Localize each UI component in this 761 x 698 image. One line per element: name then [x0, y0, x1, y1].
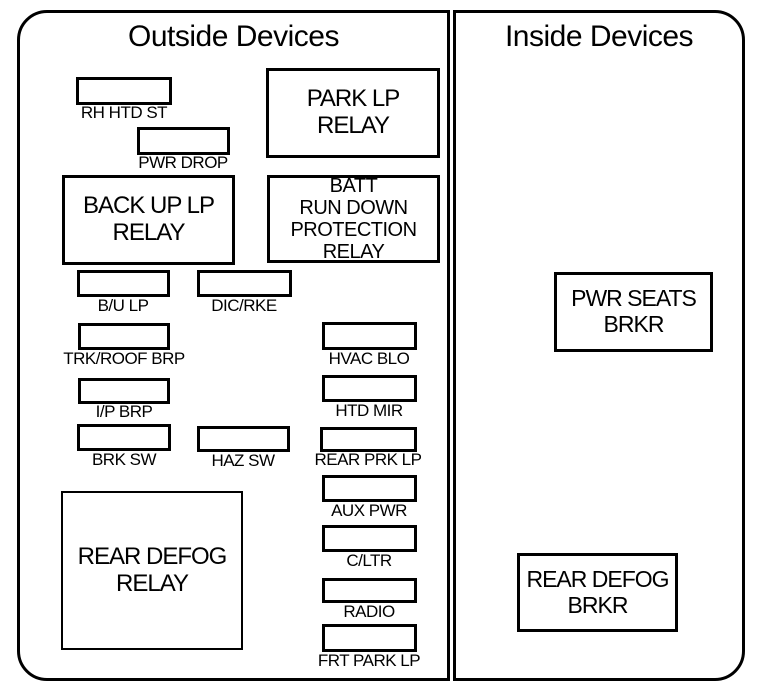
relay-rear-defog: REAR DEFOG RELAY	[61, 491, 243, 650]
fuse-label-hvac-blo: HVAC BLO	[328, 349, 410, 368]
fuse-label-frt-park-lp: FRT PARK LP	[317, 651, 421, 670]
breaker-pwr-seats: PWR SEATS BRKR	[554, 272, 713, 352]
fuse-label-htd-mir: HTD MIR	[335, 401, 403, 420]
fuse-label-rear-prk-lp: REAR PRK LP	[314, 450, 422, 469]
fuse-label-rh-htd-st: RH HTD ST	[80, 103, 168, 122]
fuse-rear-prk-lp	[320, 427, 417, 452]
outside-devices-title: Outside Devices	[128, 20, 339, 53]
fuse-label-ip-brp: I/P BRP	[95, 402, 153, 421]
fuse-label-dic-rke: DIC/RKE	[211, 296, 277, 315]
fuse-brk-sw	[77, 424, 171, 451]
relay-batt-run-down-protection: BATT RUN DOWN PROTECTION RELAY	[267, 175, 440, 263]
fuse-haz-sw	[197, 426, 290, 452]
fuse-htd-mir	[322, 375, 417, 402]
fuse-label-radio: RADIO	[343, 602, 395, 621]
fuse-label-c-ltr: C/LTR	[346, 551, 392, 570]
fuse-label-haz-sw: HAZ SW	[211, 451, 275, 470]
relay-park-lp: PARK LP RELAY	[266, 68, 440, 158]
fuse-aux-pwr	[322, 475, 417, 502]
breaker-rear-defog: REAR DEFOG BRKR	[517, 553, 678, 632]
fuse-radio	[322, 578, 417, 603]
inside-devices-title: Inside Devices	[504, 20, 694, 53]
fuse-label-brk-sw: BRK SW	[91, 450, 157, 469]
fuse-ip-brp	[78, 378, 170, 404]
fuse-trk-roof-brp	[78, 323, 170, 350]
fuse-label-aux-pwr: AUX PWR	[331, 501, 407, 520]
fuse-c-ltr	[322, 525, 417, 552]
fuse-pwr-drop	[137, 127, 230, 155]
fuse-rh-htd-st	[76, 77, 172, 105]
fuse-frt-park-lp	[322, 624, 417, 652]
fuse-label-pwr-drop: PWR DROP	[138, 153, 228, 172]
fuse-label-bu-lp: B/U LP	[97, 296, 149, 315]
fuse-bu-lp	[77, 270, 170, 297]
fuse-hvac-blo	[322, 322, 417, 350]
fuse-dic-rke	[197, 270, 292, 297]
fuse-label-trk-roof-brp: TRK/ROOF BRP	[63, 349, 185, 368]
relay-back-up-lp: BACK UP LP RELAY	[62, 175, 235, 265]
